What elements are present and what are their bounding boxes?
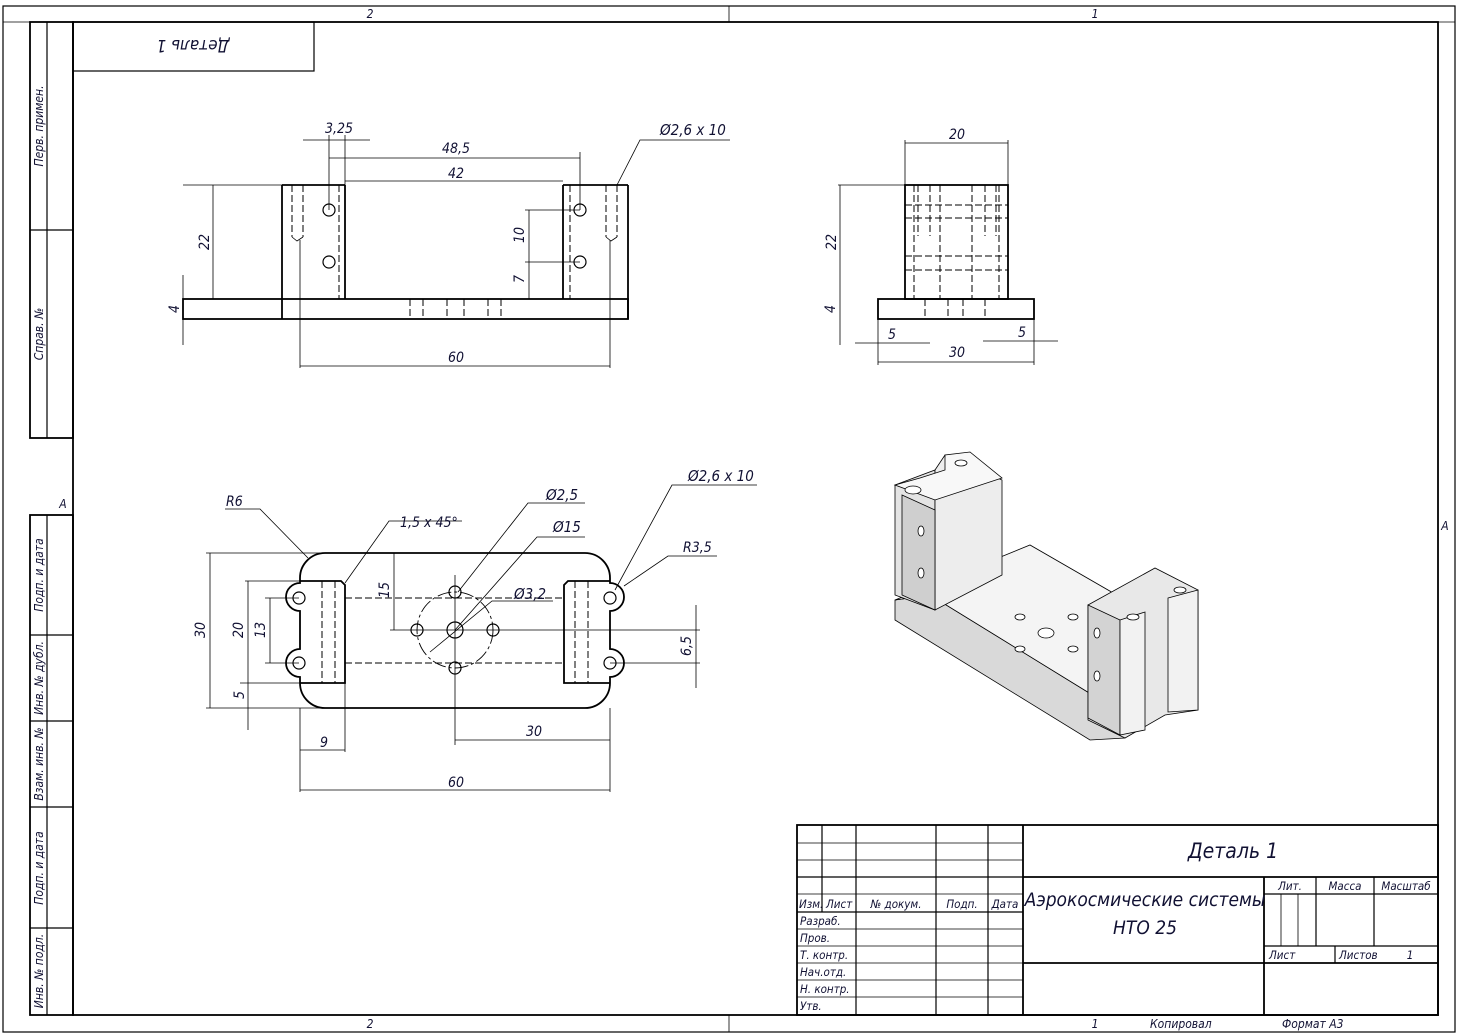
zone-top-2: 2 — [367, 7, 374, 21]
dim-22: 22 — [197, 234, 213, 250]
side-dim-20: 20 — [949, 127, 965, 143]
strip-sprav: Справ. № — [32, 308, 46, 361]
bottom-dim-20: 20 — [231, 622, 247, 638]
strip-perv-primen: Перв. примен. — [32, 85, 46, 166]
sheets-value: 1 — [1407, 948, 1414, 962]
note-hole: Ø2,6 x 10 — [687, 467, 754, 485]
side-dim-30: 30 — [949, 345, 965, 361]
dim-7: 7 — [512, 275, 528, 283]
mass-label: Масса — [1329, 879, 1362, 893]
lit-label: Лит. — [1277, 879, 1302, 893]
role-prov: Пров. — [800, 931, 830, 945]
hole-note: Ø2,6 x 10 — [659, 121, 726, 139]
sheet-label: Лист — [1268, 948, 1296, 962]
sheet-frame — [2, 5, 1456, 1033]
isometric-view — [893, 451, 1199, 741]
note-d2-5: Ø2,5 — [545, 486, 578, 504]
bottom-dim-30-h: 30 — [526, 724, 542, 740]
note-d3-2: Ø3,2 — [513, 585, 546, 603]
zone-bottom-2: 2 — [367, 1017, 374, 1031]
dim-10: 10 — [512, 227, 528, 243]
part-name: Деталь 1 — [1187, 839, 1278, 863]
note-chamfer: 1,5 x 45° — [400, 515, 458, 531]
role-utv: Утв. — [800, 999, 822, 1013]
note-d15: Ø15 — [552, 518, 581, 536]
header-doc: № докум. — [870, 897, 922, 911]
role-nach-otd: Нач.отд. — [800, 965, 846, 979]
bottom-dim-6-5: 6,5 — [679, 636, 695, 656]
strip-podp-data-1: Подп. и дата — [32, 538, 46, 612]
bottom-dim-5: 5 — [232, 691, 248, 699]
org-line-2: НТО 25 — [1113, 917, 1177, 939]
side-dim-4: 4 — [823, 305, 839, 313]
zone-left-a: A — [58, 497, 66, 511]
role-n-kontr: Н. контр. — [800, 982, 850, 996]
header-sign: Подп. — [946, 897, 977, 911]
front-view — [182, 135, 730, 368]
strip-podp-data-2: Подп. и дата — [32, 831, 46, 905]
copied-label: Копировал — [1150, 1017, 1212, 1031]
header-list: Лист — [825, 897, 853, 911]
format-label: Формат А3 — [1282, 1017, 1344, 1031]
bottom-dim-13: 13 — [253, 622, 269, 638]
dim-48-5: 48,5 — [442, 141, 470, 157]
bottom-dim-9: 9 — [320, 735, 328, 751]
mirrored-title: Деталь 1 — [156, 35, 230, 55]
dim-60: 60 — [448, 350, 464, 366]
bottom-dim-15: 15 — [377, 582, 393, 598]
bottom-dim-30-v: 30 — [193, 622, 209, 638]
side-strip — [29, 21, 74, 1016]
strip-inv-dubl: Инв. № дубл. — [32, 641, 46, 715]
bottom-dim-60: 60 — [448, 775, 464, 791]
role-razrab: Разраб. — [800, 914, 841, 928]
note-r6: R6 — [226, 494, 243, 510]
side-dim-5-right: 5 — [1018, 325, 1026, 341]
zone-top-1: 1 — [1092, 7, 1099, 21]
note-r3-5: R3,5 — [683, 540, 712, 556]
zone-bottom-1: 1 — [1092, 1017, 1099, 1031]
dim-3-25: 3,25 — [325, 121, 353, 137]
side-dim-22: 22 — [824, 234, 840, 250]
strip-vzam-inv: Взам. инв. № — [32, 727, 46, 800]
bottom-view — [206, 484, 757, 792]
side-dim-5-left: 5 — [888, 327, 896, 343]
title-block — [796, 824, 1439, 1016]
header-date: Дата — [991, 897, 1019, 911]
role-t-kontr: Т. контр. — [800, 948, 848, 962]
header-izm: Изм. — [799, 897, 823, 911]
org-line-1: Аэрокосмические системы — [1024, 889, 1266, 911]
side-view — [838, 140, 1058, 365]
dim-4: 4 — [167, 305, 183, 313]
scale-label: Масштаб — [1381, 879, 1431, 893]
zone-right-a: A — [1440, 519, 1448, 533]
sheets-label: Листов — [1338, 948, 1378, 962]
strip-inv-podl: Инв. № подл. — [32, 934, 46, 1008]
dim-42: 42 — [448, 166, 464, 182]
